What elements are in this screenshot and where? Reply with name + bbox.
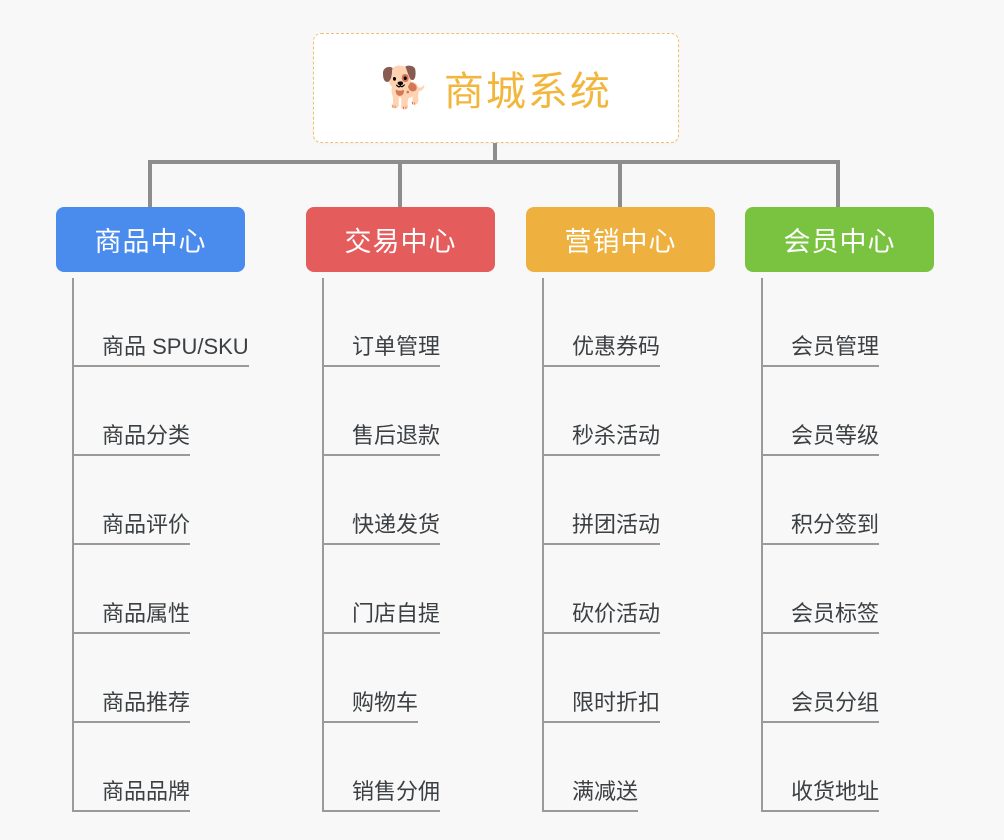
item-label: 会员管理 xyxy=(763,334,880,367)
item-label: 会员等级 xyxy=(763,423,880,456)
item-label: 秒杀活动 xyxy=(544,423,661,456)
list-item[interactable]: 商品评价 xyxy=(74,456,276,545)
item-label: 商品 SPU/SKU xyxy=(74,334,249,367)
root-node[interactable]: 🐕 商城系统 xyxy=(313,33,679,143)
connector-root-stem xyxy=(493,143,497,163)
list-item[interactable]: 商品分类 xyxy=(74,367,276,456)
list-item[interactable]: 商品属性 xyxy=(74,545,276,634)
item-label: 快递发货 xyxy=(324,512,441,545)
item-label: 积分签到 xyxy=(763,512,880,545)
category-header-member-center[interactable]: 会员中心 xyxy=(745,207,934,272)
list-item[interactable]: 满减送 xyxy=(544,723,746,812)
list-item[interactable]: 订单管理 xyxy=(324,278,526,367)
list-item[interactable]: 会员管理 xyxy=(763,278,965,367)
item-label: 会员分组 xyxy=(763,690,880,723)
branch-trade-center: 交易中心 订单管理 售后退款 快递发货 门店自提 购物车 销售分佣 xyxy=(306,207,526,812)
item-label: 订单管理 xyxy=(324,334,441,367)
root-title: 商城系统 xyxy=(443,70,612,114)
item-label: 限时折扣 xyxy=(544,690,661,723)
item-label: 商品推荐 xyxy=(74,690,191,723)
list-item[interactable]: 快递发货 xyxy=(324,456,526,545)
list-item[interactable]: 积分签到 xyxy=(763,456,965,545)
list-item[interactable]: 会员标签 xyxy=(763,545,965,634)
connector-drop-product-center xyxy=(148,160,152,207)
list-item[interactable]: 会员等级 xyxy=(763,367,965,456)
connector-drop-member-center xyxy=(836,160,840,207)
item-label: 门店自提 xyxy=(324,601,441,634)
list-item[interactable]: 门店自提 xyxy=(324,545,526,634)
list-item[interactable]: 砍价活动 xyxy=(544,545,746,634)
category-title: 会员中心 xyxy=(783,227,896,257)
item-label: 优惠券码 xyxy=(544,334,661,367)
list-item[interactable]: 商品推荐 xyxy=(74,634,276,723)
item-label: 拼团活动 xyxy=(544,512,661,545)
list-item[interactable]: 拼团活动 xyxy=(544,456,746,545)
branch-member-center: 会员中心 会员管理 会员等级 积分签到 会员标签 会员分组 收货地址 xyxy=(745,207,965,812)
item-label: 满减送 xyxy=(544,779,639,812)
item-list-member-center: 会员管理 会员等级 积分签到 会员标签 会员分组 收货地址 xyxy=(761,278,965,812)
connector-horizontal-bus xyxy=(150,160,840,164)
item-label: 商品评价 xyxy=(74,512,191,545)
list-item[interactable]: 秒杀活动 xyxy=(544,367,746,456)
category-title: 商品中心 xyxy=(94,227,207,257)
category-title: 营销中心 xyxy=(564,227,677,257)
list-item[interactable]: 限时折扣 xyxy=(544,634,746,723)
item-label: 商品分类 xyxy=(74,423,191,456)
item-label: 会员标签 xyxy=(763,601,880,634)
item-label: 商品属性 xyxy=(74,601,191,634)
list-item[interactable]: 购物车 xyxy=(324,634,526,723)
list-item[interactable]: 优惠券码 xyxy=(544,278,746,367)
item-label: 商品品牌 xyxy=(74,779,191,812)
item-label: 收货地址 xyxy=(763,779,880,812)
connector-drop-trade-center xyxy=(398,160,402,207)
category-header-product-center[interactable]: 商品中心 xyxy=(56,207,245,272)
list-item[interactable]: 收货地址 xyxy=(763,723,965,812)
item-list-trade-center: 订单管理 售后退款 快递发货 门店自提 购物车 销售分佣 xyxy=(322,278,526,812)
list-item[interactable]: 商品品牌 xyxy=(74,723,276,812)
branch-product-center: 商品中心 商品 SPU/SKU 商品分类 商品评价 商品属性 商品推荐 商品品牌 xyxy=(56,207,276,812)
shiba-dog-face-icon: 🐕 xyxy=(380,66,430,110)
list-item[interactable]: 商品 SPU/SKU xyxy=(74,278,276,367)
item-list-product-center: 商品 SPU/SKU 商品分类 商品评价 商品属性 商品推荐 商品品牌 xyxy=(72,278,276,812)
item-label: 售后退款 xyxy=(324,423,441,456)
category-title: 交易中心 xyxy=(344,227,457,257)
item-label: 购物车 xyxy=(324,690,419,723)
connector-drop-marketing-center xyxy=(618,160,622,207)
category-header-marketing-center[interactable]: 营销中心 xyxy=(526,207,715,272)
list-item[interactable]: 售后退款 xyxy=(324,367,526,456)
branch-marketing-center: 营销中心 优惠券码 秒杀活动 拼团活动 砍价活动 限时折扣 满减送 xyxy=(526,207,746,812)
list-item[interactable]: 会员分组 xyxy=(763,634,965,723)
item-label: 销售分佣 xyxy=(324,779,441,812)
item-label: 砍价活动 xyxy=(544,601,661,634)
category-header-trade-center[interactable]: 交易中心 xyxy=(306,207,495,272)
list-item[interactable]: 销售分佣 xyxy=(324,723,526,812)
item-list-marketing-center: 优惠券码 秒杀活动 拼团活动 砍价活动 限时折扣 满减送 xyxy=(542,278,746,812)
